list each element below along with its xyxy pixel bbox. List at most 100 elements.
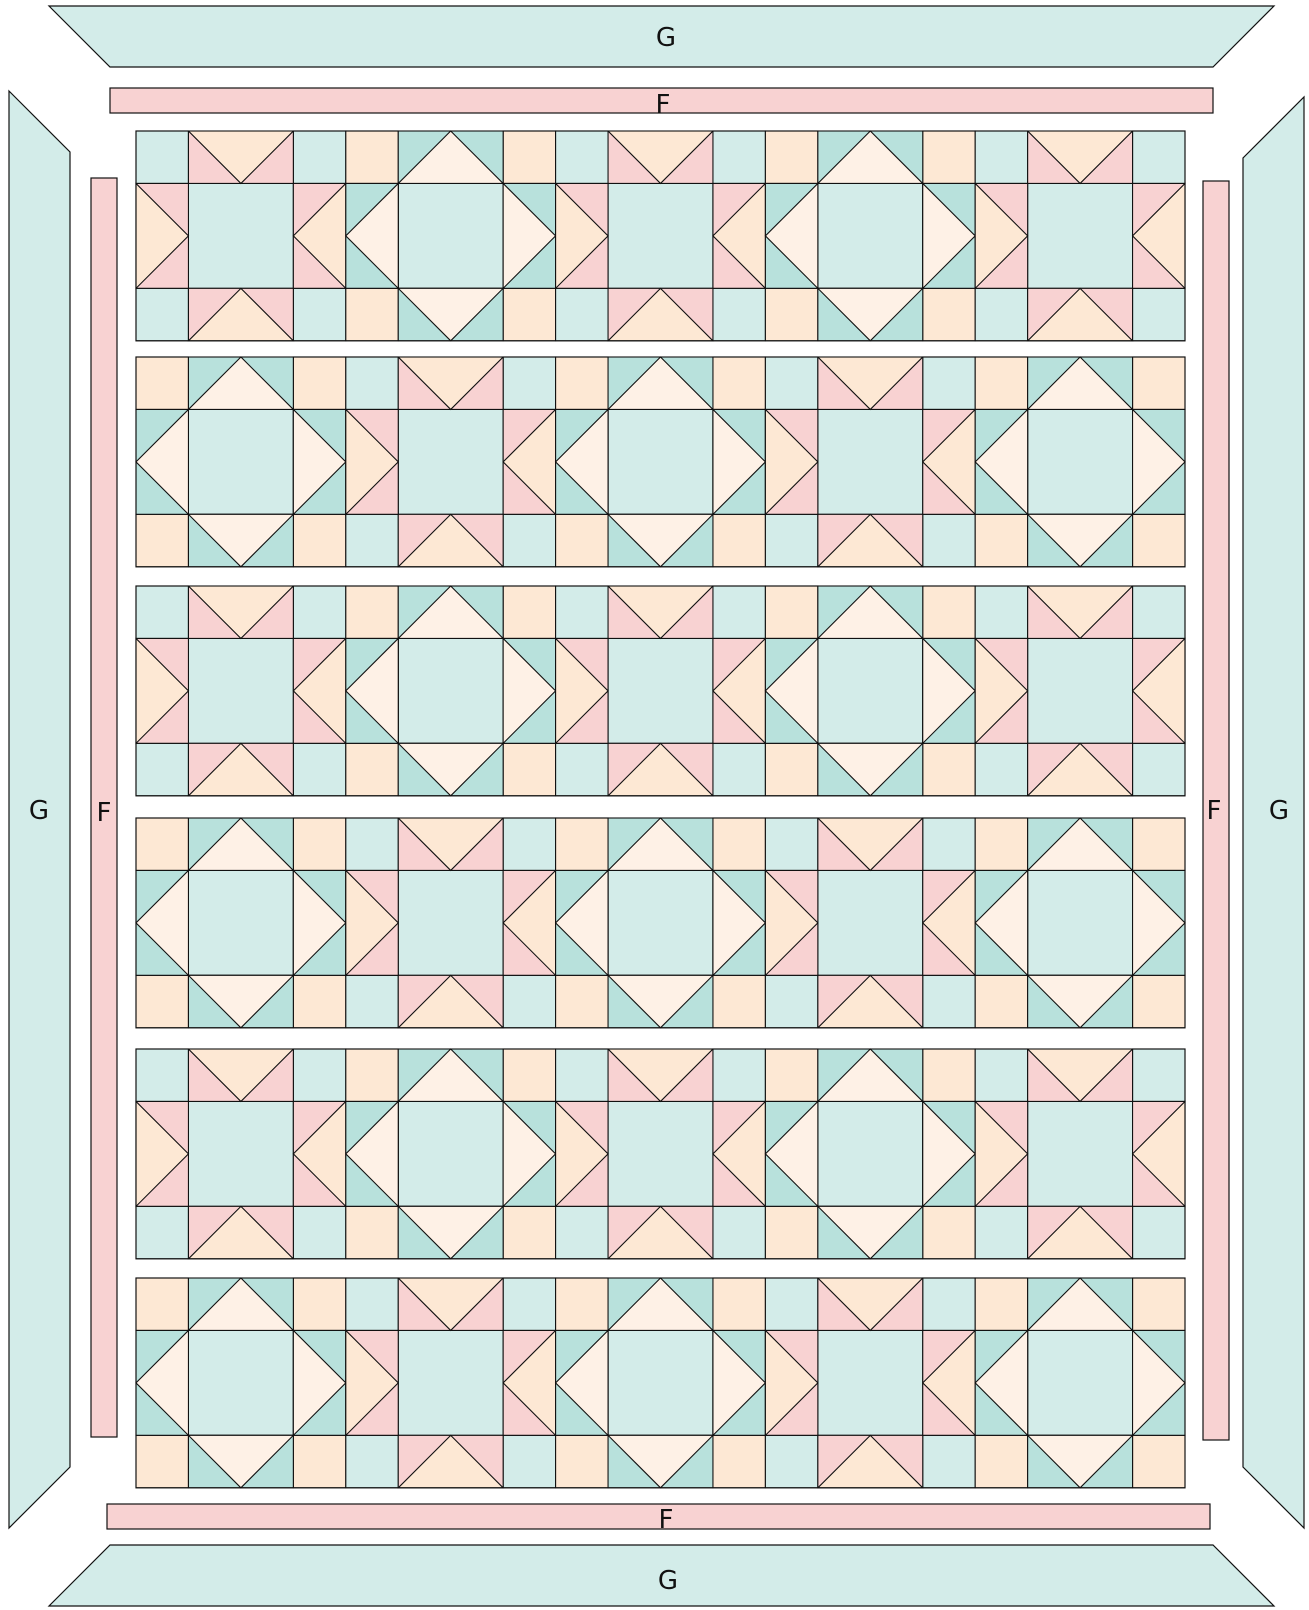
corner-square	[765, 357, 817, 409]
corner-square	[293, 514, 345, 566]
corner-square	[293, 288, 345, 340]
corner-square	[346, 743, 398, 795]
corner-square	[503, 975, 555, 1027]
corner-square	[136, 131, 188, 183]
corner-square	[293, 975, 345, 1027]
corner-square	[923, 131, 975, 183]
corner-square	[713, 514, 765, 566]
center-square	[1028, 1330, 1133, 1435]
center-square	[818, 1101, 923, 1206]
corner-square	[975, 357, 1027, 409]
corner-square	[923, 1049, 975, 1101]
corner-square	[1133, 288, 1185, 340]
center-square	[188, 409, 293, 514]
corner-square	[765, 288, 817, 340]
center-square	[818, 409, 923, 514]
corner-square	[346, 818, 398, 870]
label-border-f-top: F	[656, 90, 671, 120]
center-square	[818, 870, 923, 975]
corner-square	[713, 1435, 765, 1487]
corner-square	[503, 131, 555, 183]
corner-square	[975, 288, 1027, 340]
center-square	[1028, 1101, 1133, 1206]
center-square	[608, 1101, 713, 1206]
corner-square	[713, 1049, 765, 1101]
center-square	[1028, 409, 1133, 514]
corner-square	[136, 288, 188, 340]
corner-square	[556, 1206, 608, 1258]
corner-square	[346, 1435, 398, 1487]
corner-square	[975, 1206, 1027, 1258]
corner-square	[713, 131, 765, 183]
center-square	[188, 1101, 293, 1206]
corner-square	[293, 1435, 345, 1487]
corner-square	[136, 818, 188, 870]
corner-square	[975, 818, 1027, 870]
corner-square	[1133, 1435, 1185, 1487]
corner-square	[503, 743, 555, 795]
corner-square	[556, 1049, 608, 1101]
corner-square	[1133, 357, 1185, 409]
corner-square	[765, 1278, 817, 1330]
center-square	[608, 638, 713, 743]
corner-square	[556, 975, 608, 1027]
label-border-f-right: F	[1207, 796, 1222, 826]
corner-square	[556, 357, 608, 409]
corner-square	[346, 1278, 398, 1330]
corner-square	[765, 975, 817, 1027]
center-square	[818, 1330, 923, 1435]
corner-square	[923, 743, 975, 795]
corner-square	[346, 357, 398, 409]
corner-square	[293, 1206, 345, 1258]
corner-square	[975, 1435, 1027, 1487]
corner-square	[136, 1206, 188, 1258]
corner-square	[293, 1049, 345, 1101]
corner-square	[556, 586, 608, 638]
corner-square	[765, 818, 817, 870]
corner-square	[136, 1435, 188, 1487]
center-square	[188, 1330, 293, 1435]
corner-square	[136, 1278, 188, 1330]
corner-square	[136, 586, 188, 638]
corner-square	[503, 357, 555, 409]
corner-square	[136, 1049, 188, 1101]
label-border-f-bottom: F	[659, 1505, 674, 1535]
corner-square	[1133, 586, 1185, 638]
corner-square	[346, 586, 398, 638]
corner-square	[346, 514, 398, 566]
corner-square	[923, 1435, 975, 1487]
corner-square	[1133, 743, 1185, 795]
corner-square	[713, 357, 765, 409]
center-square	[1028, 183, 1133, 288]
corner-square	[923, 1278, 975, 1330]
corner-square	[713, 586, 765, 638]
corner-square	[923, 357, 975, 409]
corner-square	[765, 1049, 817, 1101]
corner-square	[975, 743, 1027, 795]
center-square	[818, 183, 923, 288]
corner-square	[503, 1278, 555, 1330]
center-square	[1028, 870, 1133, 975]
label-border-g-left: G	[29, 796, 49, 826]
center-square	[608, 870, 713, 975]
corner-square	[1133, 818, 1185, 870]
corner-square	[503, 288, 555, 340]
label-border-f-left: F	[97, 798, 112, 828]
center-square	[608, 409, 713, 514]
corner-square	[556, 131, 608, 183]
corner-square	[765, 586, 817, 638]
center-square	[1028, 638, 1133, 743]
center-square	[188, 870, 293, 975]
center-square	[398, 1330, 503, 1435]
corner-square	[923, 288, 975, 340]
block-rows	[136, 131, 1185, 1488]
corner-square	[293, 818, 345, 870]
center-square	[398, 1101, 503, 1206]
corner-square	[136, 514, 188, 566]
corner-square	[556, 1278, 608, 1330]
corner-square	[975, 975, 1027, 1027]
center-square	[188, 183, 293, 288]
corner-square	[503, 1049, 555, 1101]
corner-square	[556, 743, 608, 795]
